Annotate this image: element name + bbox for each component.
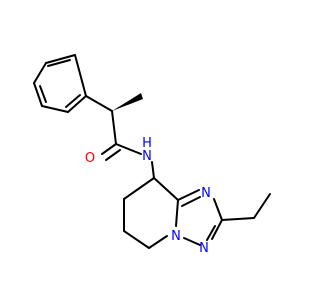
bond-n-to-ring <box>151 161 155 179</box>
atom-label-triazole-n3: N <box>171 229 181 244</box>
bond-phenyl-inner-2 <box>39 85 47 103</box>
bond-ring6-5 <box>175 199 179 227</box>
bond-carbonyl-double-1 <box>101 143 117 155</box>
bonds <box>33 54 271 249</box>
bond-phenyl-inner-3 <box>65 94 81 108</box>
bond-ethyl-1 <box>221 217 255 221</box>
bond-phenyl-to-ch <box>85 95 113 112</box>
bond-carbonyl-double-2 <box>105 149 121 161</box>
bond-phenyl-6 <box>74 54 87 97</box>
atom-label-carbonyl-oxygen: O <box>85 151 95 166</box>
bond-phenyl-3 <box>33 82 43 107</box>
bond-triazole-1 <box>177 189 200 201</box>
bond-phenyl-inner-1 <box>47 59 71 67</box>
bond-triazole-1b <box>181 196 201 207</box>
stereo-wedge-bond <box>112 93 143 111</box>
background <box>0 0 300 300</box>
bond-ch-to-carbonyl <box>111 110 117 145</box>
bond-phenyl-4 <box>41 105 69 113</box>
molecule-structure-diagram: O N H N N N <box>0 0 300 300</box>
bond-phenyl-2 <box>33 62 47 84</box>
bond-carbonyl-to-n <box>115 143 142 155</box>
atom-label-amide-nitrogen: N <box>142 149 152 164</box>
atom-label-triazole-n1: N <box>201 186 211 201</box>
bond-phenyl-1 <box>45 54 76 64</box>
atom-label-triazole-n2: N <box>199 241 209 256</box>
atom-label-amide-hydrogen: H <box>142 136 152 151</box>
bond-ring6-1 <box>123 177 155 200</box>
bond-ethyl-2 <box>253 193 271 219</box>
bond-ring6-6 <box>153 177 179 201</box>
bond-triazole-2 <box>213 198 223 221</box>
bond-phenyl-5 <box>67 95 87 113</box>
bond-triazole-4 <box>183 237 201 246</box>
bond-triazole-3b <box>206 225 216 241</box>
bond-ring6-4 <box>148 235 168 249</box>
bond-triazole-3 <box>211 219 223 240</box>
bond-ring6-3 <box>123 230 150 249</box>
